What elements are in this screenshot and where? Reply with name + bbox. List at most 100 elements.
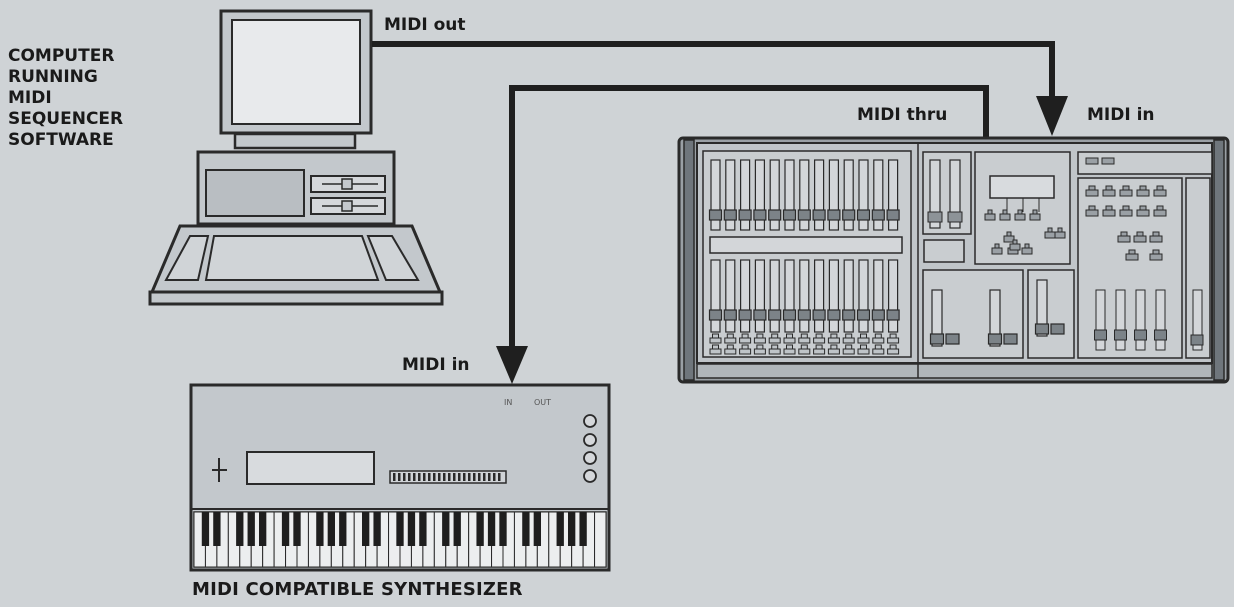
matrix-button — [1017, 209, 1023, 215]
black-key — [568, 512, 576, 546]
console-button — [860, 333, 867, 339]
console-button — [1149, 253, 1163, 261]
console-button — [1156, 185, 1164, 191]
console-button — [1153, 189, 1167, 197]
console-button — [739, 337, 752, 344]
synth-slider-slot — [403, 473, 406, 481]
console-button — [842, 337, 855, 344]
console-fader — [1036, 279, 1048, 337]
console-fader — [873, 259, 884, 333]
synth-slider-slot — [473, 473, 476, 481]
console-fader — [725, 159, 736, 231]
cable-midi-thru — [509, 85, 989, 350]
console-button — [741, 333, 749, 339]
matrix-button — [1029, 213, 1041, 221]
synth-slider-slot — [418, 473, 421, 481]
console-fader — [858, 259, 869, 333]
lighting-console-icon — [677, 136, 1230, 384]
black-key — [442, 512, 450, 546]
black-key — [419, 512, 427, 546]
console-fader — [887, 259, 899, 333]
console-fader-knob — [708, 309, 723, 321]
console-fader — [784, 259, 795, 333]
console-button — [798, 348, 811, 355]
console-button — [1136, 189, 1150, 197]
console-fader — [1155, 289, 1166, 351]
console-fader-knob — [945, 333, 960, 345]
matrix-button — [1054, 231, 1066, 239]
matrix-button — [1014, 213, 1026, 221]
console-button — [813, 337, 826, 344]
cable-midi-out — [372, 41, 1055, 98]
console-button — [712, 344, 719, 350]
black-key — [396, 512, 404, 546]
matrix-button — [1032, 209, 1038, 215]
matrix-button — [1009, 243, 1021, 251]
synth-slider-slot — [493, 473, 496, 481]
console-fader — [1115, 289, 1126, 351]
midi-cables — [372, 41, 1055, 350]
synth-slider-slot — [443, 473, 446, 481]
console-button — [830, 333, 838, 339]
console-fader-knob — [812, 309, 826, 321]
console-fader-knob — [753, 309, 767, 321]
console-button — [845, 344, 853, 350]
console-button — [1122, 185, 1130, 191]
console-button — [842, 348, 855, 355]
console-fader — [1192, 289, 1203, 351]
console-fader-knob — [871, 209, 885, 221]
console-fader — [725, 259, 736, 333]
console-fader — [1135, 289, 1146, 351]
console-button — [1156, 205, 1164, 211]
console-fader — [739, 259, 751, 333]
console-button — [830, 344, 838, 350]
synth-midi-in-label: MIDI in — [402, 355, 470, 375]
console-button — [874, 344, 882, 350]
console-button — [786, 344, 793, 350]
matrix-button — [1006, 231, 1012, 237]
console-fader — [828, 259, 840, 333]
console-fader-knob — [871, 309, 885, 321]
console-button — [813, 348, 826, 355]
black-key — [247, 512, 255, 546]
console-fader — [843, 159, 854, 231]
console-button — [1152, 231, 1160, 237]
black-key — [259, 512, 267, 546]
black-key — [281, 512, 290, 546]
black-key — [556, 512, 564, 546]
console-button — [1085, 209, 1099, 217]
console-button — [1119, 209, 1133, 217]
matrix-button — [984, 213, 996, 221]
console-fader-knob — [842, 309, 856, 321]
console-fader-knob — [886, 309, 900, 321]
console-fader — [769, 159, 780, 231]
synth-slider-slot — [433, 473, 436, 481]
console-button — [857, 337, 870, 344]
console-button — [1128, 249, 1136, 255]
console-fader-knob — [812, 209, 826, 221]
black-key — [373, 512, 381, 546]
console-button — [1153, 209, 1167, 217]
console-button — [741, 344, 749, 350]
console-fader — [1095, 289, 1106, 351]
console-fader-knob — [738, 309, 752, 321]
console-button — [800, 333, 808, 339]
console-fader-knob — [738, 209, 752, 221]
console-button — [726, 344, 734, 350]
black-key — [201, 512, 210, 546]
console-fader — [828, 159, 840, 231]
console-button — [1117, 235, 1131, 243]
synth-slider-slot — [488, 473, 491, 481]
console-fader-knob — [782, 309, 797, 321]
console-button — [1136, 231, 1144, 237]
synth-slider-slot — [448, 473, 451, 481]
black-key — [487, 512, 496, 546]
console-button — [1122, 205, 1130, 211]
synth-slider-slot — [468, 473, 471, 481]
matrix-button — [1044, 231, 1056, 239]
console-fader-knob — [797, 309, 811, 321]
console-button — [1149, 235, 1163, 243]
white-key — [594, 511, 607, 568]
console-fader-knob — [1134, 329, 1147, 341]
